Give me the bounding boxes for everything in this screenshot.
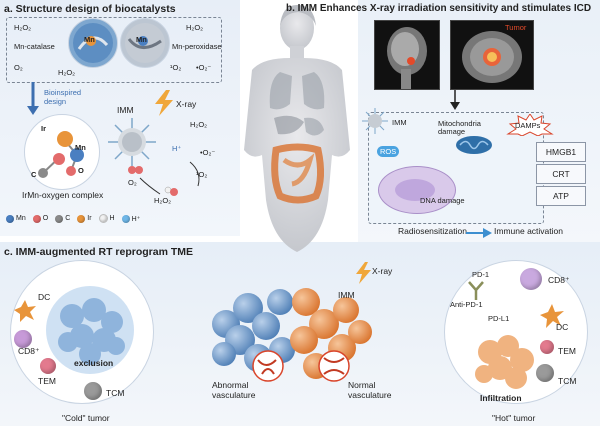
dna-damage-label: DNA damage [420, 196, 465, 205]
enzyme-comparison-box [6, 17, 222, 83]
hot-cell-dc: DC [556, 322, 569, 332]
hot-cell-cd8: CD8⁺ [548, 275, 570, 285]
cold-cell-dc: DC [38, 292, 51, 302]
xray-lightning-icon-c [356, 262, 371, 284]
imm-label-b: IMM [392, 118, 407, 127]
marker-hmgb1: HMGB1 [536, 142, 586, 162]
panel-c-title: c. IMM-augmented RT reprogram TME [4, 246, 194, 258]
mn-catalase-metal: Mn [84, 35, 95, 44]
bioinspired-design-label: Bioinspired design [44, 88, 82, 106]
bioinspired-arrow-icon [27, 82, 39, 115]
species-o2: O₂ [128, 178, 137, 187]
cold-cell-cd8: CD8⁺ [18, 346, 40, 356]
central-tumor-illustration [212, 288, 372, 382]
catalase-input-h2o2: H₂O₂ [14, 23, 32, 32]
center-imm-label: IMM [338, 290, 355, 300]
atom-legend: Mn O C Ir H H⁺ [6, 214, 144, 223]
irmn-complex-label: IrMn-oxygen complex [22, 190, 104, 200]
abnormal-vasculature-label: Abnormal vasculature [212, 380, 256, 400]
catalase-input-h2o2-bottom: H₂O₂ [58, 68, 76, 77]
mitochondria-damage-label: Mitochondria damage [438, 119, 481, 136]
marker-atp: ATP [536, 186, 586, 206]
ct-axial-image [450, 20, 534, 90]
panel-a-title: a. Structure design of biocatalysts [4, 3, 176, 15]
atom-ir: Ir [41, 124, 47, 133]
antibody-icon [468, 281, 484, 300]
damps-label: DAMPs [515, 121, 541, 130]
imm-nanoparticle-icon-b [362, 108, 388, 134]
hot-tumor-cluster [475, 335, 534, 389]
species-h2o2-top: H₂O₂ [190, 120, 208, 129]
species-superoxide: •O₂⁻ [200, 148, 216, 157]
species-singlet-oxygen: ¹O₂ [196, 170, 208, 179]
marker-crt: CRT [536, 164, 586, 184]
ros-badge: ROS [377, 146, 400, 157]
normal-vasculature-label: Normal vasculature [348, 380, 392, 400]
cold-exclusion-label: exclusion [74, 358, 114, 368]
peroxidase-input-h2o2: H₂O₂ [186, 23, 204, 32]
cd8-cell-icon-cold [14, 330, 32, 348]
hot-cell-tcm: TCM [558, 376, 577, 386]
tcm-cell-icon-hot [536, 364, 554, 382]
reaction-arrows [128, 161, 200, 196]
cold-cell-tem: TEM [38, 376, 56, 386]
hot-pdl1-label: PD-L1 [488, 314, 510, 323]
immune-activation-label: Immune activation [494, 226, 563, 236]
cold-tumor-cluster [46, 286, 134, 374]
damps-starburst-icon [506, 114, 554, 136]
species-h2o2-bottom: H₂O₂ [154, 196, 172, 205]
hot-antipd1-label: Anti-PD-1 [450, 300, 483, 309]
irmn-complex-diagram [24, 114, 100, 190]
imm-label-a: IMM [117, 105, 134, 115]
radiosensitization-label: Radiosensitization [398, 226, 467, 236]
mn-catalase-label: Mn-catalase [14, 42, 55, 51]
tem-cell-icon-cold [40, 358, 56, 374]
dc-cell-icon-cold [14, 300, 36, 322]
ct-sagittal-image [374, 20, 440, 90]
legend-item-hplus: H⁺ [121, 214, 140, 223]
legend-item-ir: Ir [77, 214, 92, 223]
flow-arrow-icon [466, 228, 492, 238]
xray-label-a: X-ray [176, 99, 197, 109]
peroxidase-output-singlet-oxygen: ¹O₂ [170, 63, 182, 72]
panel-b-title: b. IMM Enhances X-ray irradiation sensit… [286, 3, 592, 14]
imm-nanoparticle-icon [108, 118, 156, 166]
legend-item-c: C [55, 214, 70, 223]
xray-lightning-icon-a [155, 90, 173, 116]
tem-cell-icon-hot [540, 340, 554, 354]
mn-catalase-structure [68, 18, 118, 68]
mn-peroxidase-metal: Mn [136, 35, 147, 44]
cold-cell-tcm: TCM [106, 388, 125, 398]
cold-tumor-caption: "Cold" tumor [62, 413, 110, 423]
tcm-cell-icon-cold [84, 382, 102, 400]
hot-cell-tem: TEM [558, 346, 576, 356]
mn-peroxidase-label: Mn-peroxidase [172, 42, 222, 51]
atom-o: O [78, 166, 84, 175]
atom-c: C [31, 170, 37, 179]
hot-tumor-caption: "Hot" tumor [492, 413, 536, 423]
atom-mn: Mn [75, 143, 86, 152]
mitochondria-icon [456, 136, 492, 154]
down-arrow-icon [450, 90, 460, 110]
nucleus-icon [378, 166, 456, 214]
mn-peroxidase-structure [120, 18, 170, 68]
center-xray-label: X-ray [372, 266, 393, 276]
species-hplus: H⁺ [172, 144, 182, 153]
legend-item-mn: Mn [6, 214, 26, 223]
cd8-cell-icon-hot [520, 268, 542, 290]
legend-item-o: O [32, 214, 48, 223]
legend-item-h: H [98, 214, 115, 223]
peroxidase-output-superoxide: •O₂⁻ [196, 63, 212, 72]
human-body-figure [244, 4, 350, 252]
catalase-output-o2: O₂ [14, 63, 23, 72]
tumor-label: Tumor [505, 23, 527, 32]
hot-pd1-label: PD-1 [472, 270, 490, 279]
hot-infiltration-label: Infiltration [480, 393, 522, 403]
dc-cell-icon-hot [540, 304, 564, 328]
